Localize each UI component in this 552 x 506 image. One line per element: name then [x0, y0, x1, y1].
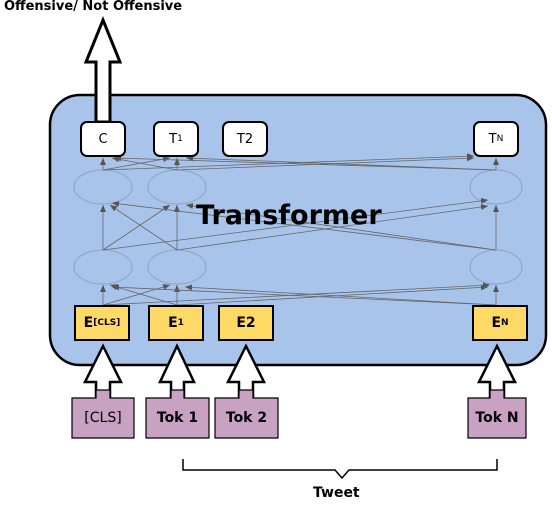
output-arrow-icon	[83, 16, 123, 124]
embedding-box-en-label: E	[491, 315, 502, 331]
output-box-c-label: C	[98, 131, 108, 147]
transformer-label: Transformer	[196, 200, 382, 231]
tweet-brace	[182, 459, 498, 480]
token-1-label: Tok 1	[156, 410, 199, 426]
token-n: Tok N	[468, 400, 526, 436]
embedding-box-cls: E[CLS]	[74, 305, 130, 341]
tweet-label: Tweet	[313, 485, 360, 501]
output-box-t2-label: T2	[236, 131, 254, 147]
output-box-t2: T2	[222, 121, 268, 157]
token-shape-4	[467, 389, 527, 439]
output-box-t1-sub: 1	[177, 134, 183, 144]
embedding-box-cls-label: E	[83, 315, 94, 331]
embedding-box-e2-label: E2	[236, 315, 256, 331]
token-2: Tok 2	[215, 400, 278, 436]
output-label: Offensive/ Not Offensive	[4, 0, 183, 14]
output-box-tn-sub: N	[496, 134, 504, 144]
token-shape-1	[71, 389, 135, 439]
output-box-tn-label: T	[488, 131, 497, 147]
attention-connections	[100, 153, 499, 306]
embedding-box-e2: E2	[218, 305, 274, 341]
token-shapes	[71, 389, 527, 439]
token-n-label: Tok N	[475, 410, 519, 426]
token-shape-3	[214, 389, 279, 439]
token-cls-label: [CLS]	[84, 410, 122, 426]
token-shape-2	[145, 389, 210, 439]
embedding-box-en-sub: N	[501, 318, 509, 328]
output-box-c: C	[80, 121, 126, 157]
embedding-box-cls-sub: [CLS]	[93, 318, 121, 328]
token-1: Tok 1	[146, 400, 209, 436]
token-cls: [CLS]	[72, 400, 134, 436]
output-box-t1-label: T	[169, 131, 178, 147]
embedding-box-e1-sub: 1	[177, 318, 184, 328]
token-2-label: Tok 2	[225, 410, 268, 426]
embedding-box-e1-label: E	[168, 315, 178, 331]
